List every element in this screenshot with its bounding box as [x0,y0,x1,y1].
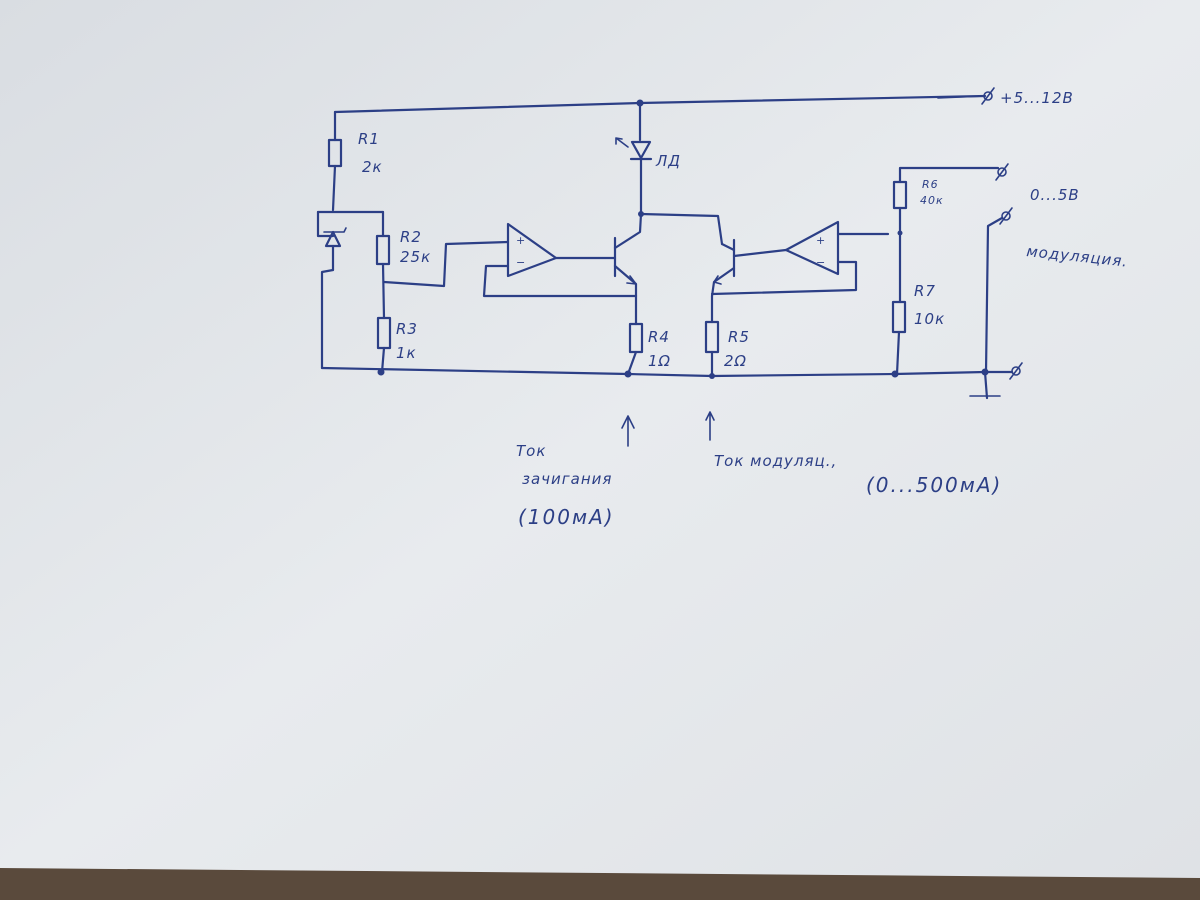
r3-value: 1к [396,344,417,362]
r7-value: 10к [914,310,945,328]
op-amp-left [506,222,558,278]
laser-diode [630,140,652,160]
r1-ref: R1 [358,130,380,148]
supply-label: +5...12В [1000,89,1074,107]
r3-ref: R3 [396,320,418,338]
r6-ref: R6 [922,178,939,191]
op-amp-right [784,220,840,276]
bias-current-value: (100мА) [518,505,615,529]
bias-current-arrow [621,415,635,447]
paper-sheet [0,0,1200,878]
modulation-terminal-circle [1001,211,1011,221]
r7-ref: R7 [914,282,936,300]
supply-terminal-circle [983,91,993,101]
r2-value: 25к [400,248,431,266]
ground-terminal-circle [1011,366,1021,376]
r5-ref: R5 [728,328,750,346]
op1-minus: − [516,256,526,269]
bias-current-line1: Ток [516,442,546,460]
r2-ref: R2 [400,228,422,246]
op1-plus: + [516,234,526,247]
op2-minus: − [816,256,826,269]
mod-current-line1: Ток модуляц., [714,452,837,470]
r6-value: 40к [920,194,944,207]
current-annotations: Ток зачигания (100мА) Ток модуляц., (0..… [516,442,1002,529]
mod-current-value: (0...500мА) [866,473,1002,497]
input-terminal-circle [997,167,1007,177]
circuit-wires [316,87,1023,447]
r1-value: 2к [362,158,383,176]
r5-value: 2Ω [724,352,747,370]
op2-plus: + [816,234,826,247]
ld-ref: ЛД [655,152,681,170]
r4-value: 1Ω [648,352,671,370]
output-range-label: 0...5В [1030,186,1080,204]
r4-ref: R4 [648,328,670,346]
bias-current-line2: зачигания [522,470,612,488]
mod-current-arrow [705,411,715,441]
